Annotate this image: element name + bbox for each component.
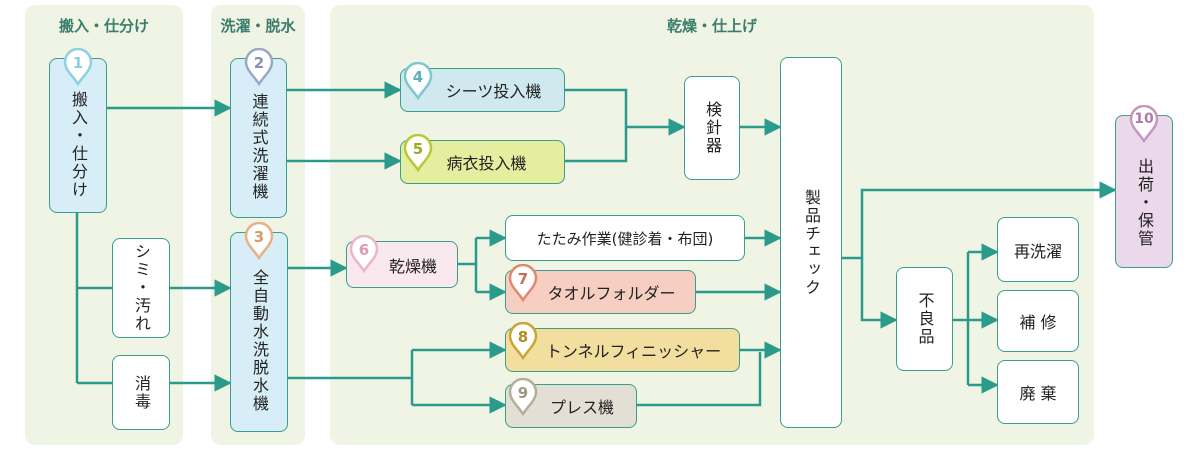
node-intake: 搬入・仕分け	[49, 58, 107, 213]
step-marker-5: 5	[403, 134, 433, 172]
step-marker-6: 6	[349, 235, 379, 273]
node-discard: 廃 棄	[997, 360, 1079, 424]
panel-title-finish: 乾燥・仕上げ	[666, 17, 757, 35]
node-inspect-needle: 検針器	[684, 76, 740, 180]
node-disinfect: 消毒	[112, 355, 170, 430]
step-marker-8: 8	[508, 322, 538, 360]
node-repair: 補 修	[997, 290, 1079, 352]
node-product-check: 製品チェック	[780, 57, 842, 428]
step-marker-7: 7	[508, 264, 538, 302]
node-defective: 不良品	[896, 267, 953, 371]
step-marker-4: 4	[403, 62, 433, 100]
node-stain: シミ・汚れ	[112, 238, 170, 338]
step-marker-9: 9	[508, 378, 538, 416]
step-marker-10: 10	[1129, 105, 1159, 143]
step-marker-1: 1	[63, 48, 93, 86]
node-auto-washer: 全自動水洗脱水機	[230, 232, 288, 432]
step-marker-2: 2	[244, 48, 274, 86]
node-rewash: 再洗濯	[997, 217, 1079, 282]
panel-title-wash: 洗濯・脱水	[220, 17, 296, 35]
panel-title-intake: 搬入・仕分け	[58, 17, 149, 35]
node-tunnel-finisher: トンネルフィニッシャー	[505, 328, 740, 372]
node-folding: たたみ作業(健診着・布団)	[505, 215, 745, 261]
step-marker-3: 3	[244, 222, 274, 260]
